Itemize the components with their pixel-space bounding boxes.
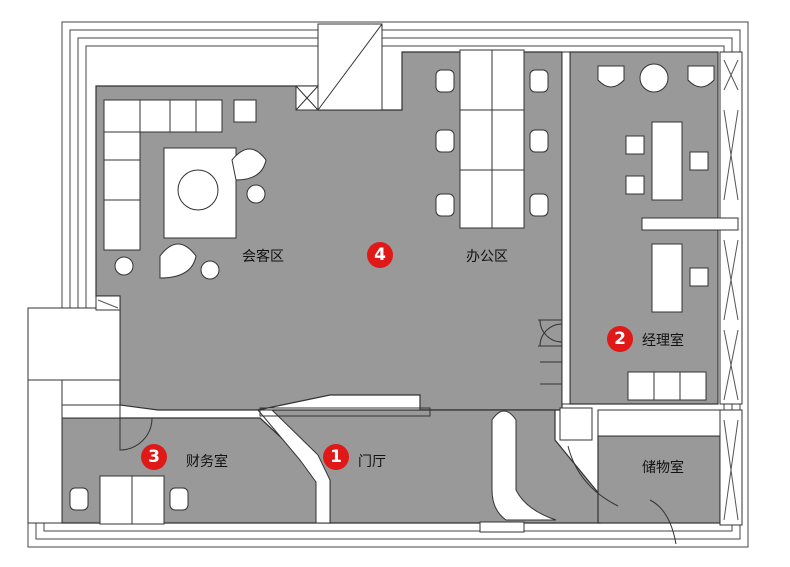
lobby-label: 门厅 <box>358 454 386 470</box>
manager-desk <box>651 121 683 201</box>
interior-walls <box>27 23 743 526</box>
office-label: 办公区 <box>466 249 508 265</box>
storage-room-floor <box>597 435 721 524</box>
storage-label: 储物室 <box>642 460 684 476</box>
window-hatch <box>97 59 739 521</box>
badge-lobby: 1 <box>323 444 349 470</box>
lounge-furniture <box>103 99 267 280</box>
manager-furniture <box>597 63 715 401</box>
finance-furniture <box>69 475 189 525</box>
badge-office: 4 <box>367 242 393 268</box>
doors <box>119 319 677 545</box>
badge-manager: 2 <box>607 326 633 352</box>
office-chairs <box>435 69 549 217</box>
armchair <box>231 148 267 181</box>
manager-sofa <box>627 371 707 401</box>
finance-label: 财务室 <box>186 454 228 470</box>
manager-desk-2 <box>651 243 683 313</box>
lobby-reception <box>256 407 557 533</box>
badge-finance: 3 <box>141 444 167 470</box>
manager-label: 经理室 <box>642 333 684 349</box>
office-desks <box>459 49 525 229</box>
lounge-label: 会客区 <box>242 249 284 265</box>
reception-counter <box>491 410 557 521</box>
